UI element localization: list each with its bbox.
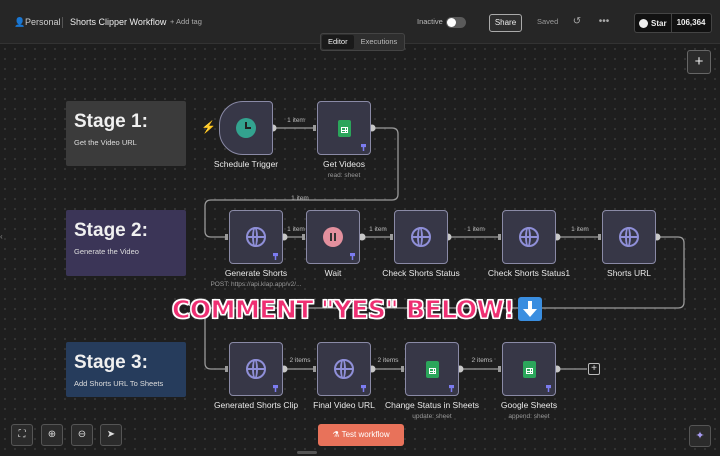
- node-get-videos[interactable]: [317, 101, 371, 155]
- sheet-icon: [522, 360, 536, 378]
- active-toggle[interactable]: [446, 17, 466, 28]
- flask-icon: ⚗: [332, 430, 342, 439]
- edge-label: 1 item: [287, 226, 305, 233]
- edge-label: 2 items: [289, 357, 311, 364]
- star-count: 106,364: [670, 14, 711, 32]
- pin-icon: [273, 385, 278, 392]
- add-next-node-button[interactable]: +: [588, 363, 600, 375]
- edge-label: 1 item: [467, 226, 485, 233]
- sticky-body: Get the Video URL: [74, 138, 137, 147]
- zoom-in-icon[interactable]: ⊕: [41, 424, 63, 446]
- fit-view-icon[interactable]: ⛶: [11, 424, 33, 446]
- globe-icon: [411, 227, 431, 247]
- node-sublabel: POST: https://api.klap.app/v2/...: [210, 281, 302, 288]
- node-sublabel: read: sheet: [327, 172, 361, 179]
- clock-icon: [236, 118, 256, 138]
- user-icon: 👤: [14, 17, 26, 27]
- node-label: Check Shorts Status: [382, 268, 460, 278]
- sticky-body: Generate the Video: [74, 247, 139, 256]
- workspace-label[interactable]: Personal: [25, 17, 61, 27]
- pin-icon: [273, 253, 278, 260]
- node-wait[interactable]: [306, 210, 360, 264]
- globe-icon: [619, 227, 639, 247]
- node-label: Generated Shorts Clip: [213, 400, 299, 410]
- add-tag-link[interactable]: + Add tag: [170, 17, 202, 26]
- edge-label: 1 item: [369, 226, 387, 233]
- add-node-button[interactable]: +: [687, 50, 711, 74]
- node-schedule-trigger[interactable]: [219, 101, 273, 155]
- edge-label: 1 item: [291, 195, 309, 202]
- test-workflow-label: Test workflow: [341, 430, 390, 439]
- edge-label: 2 items: [377, 357, 399, 364]
- node-sublabel: update: sheet: [412, 413, 452, 420]
- pin-icon: [546, 385, 551, 392]
- saved-label: Saved: [537, 17, 559, 26]
- globe-icon: [519, 227, 539, 247]
- node-sublabel: append: sheet: [508, 413, 550, 420]
- globe-icon: [246, 359, 266, 379]
- node-check-shorts-status[interactable]: [394, 210, 448, 264]
- globe-icon: [246, 227, 266, 247]
- node-label: Wait: [324, 268, 342, 278]
- sticky-title: Stage 3:: [74, 352, 148, 373]
- sticky-note-stage-2[interactable]: Stage 2: Generate the Video: [66, 210, 186, 276]
- pin-icon: [449, 385, 454, 392]
- sticky-title: Stage 2:: [74, 220, 148, 241]
- edge-shortsurl-generatedclip: [204, 236, 685, 370]
- more-options-icon[interactable]: •••: [598, 16, 610, 27]
- panel-resize-handle[interactable]: [297, 451, 317, 454]
- trigger-bolt-icon: ⚡: [201, 120, 216, 134]
- node-label: Check Shorts Status1: [487, 268, 571, 278]
- pause-icon: [323, 227, 343, 247]
- edge-getvideos-generate: [204, 127, 399, 238]
- node-check-shorts-status1[interactable]: [502, 210, 556, 264]
- sticky-note-stage-3[interactable]: Stage 3: Add Shorts URL To Sheets: [66, 342, 186, 397]
- sticky-note-stage-1[interactable]: Stage 1: Get the Video URL: [66, 101, 186, 166]
- github-icon: [639, 18, 648, 28]
- sheet-icon: [337, 119, 351, 137]
- github-star-button[interactable]: Star 106,364: [634, 13, 712, 33]
- pin-icon: [361, 144, 366, 151]
- node-change-status-in-sheets[interactable]: [405, 342, 459, 396]
- node-google-sheets[interactable]: [502, 342, 556, 396]
- node-label: Change Status in Sheets: [384, 400, 480, 410]
- node-label: Final Video URL: [313, 400, 375, 410]
- tidy-up-icon[interactable]: ➤: [100, 424, 122, 446]
- globe-icon: [334, 359, 354, 379]
- node-final-video-url[interactable]: [317, 342, 371, 396]
- sticky-body: Add Shorts URL To Sheets: [74, 379, 164, 388]
- edge-label: 2 items: [471, 357, 493, 364]
- tab-executions[interactable]: Executions: [360, 37, 398, 46]
- overlay-caption: COMMENT "YES" BELOW!: [171, 295, 543, 325]
- edge-label: 1 item: [287, 117, 305, 124]
- node-label: Generate Shorts: [224, 268, 288, 278]
- node-generated-shorts-clip[interactable]: [229, 342, 283, 396]
- node-label: Schedule Trigger: [213, 159, 279, 169]
- node-label: Get Videos: [323, 159, 365, 169]
- workflow-name[interactable]: Shorts Clipper Workflow: [70, 17, 167, 27]
- collapse-arrow-icon[interactable]: ‹: [0, 232, 3, 241]
- edge-label: 1 item: [571, 226, 589, 233]
- share-button[interactable]: Share: [489, 14, 522, 32]
- zoom-out-icon[interactable]: ⊖: [71, 424, 93, 446]
- sheet-icon: [425, 360, 439, 378]
- pin-icon: [350, 253, 355, 260]
- status-label: Inactive: [417, 17, 443, 26]
- ai-assistant-icon[interactable]: ✦: [689, 425, 711, 447]
- tab-editor[interactable]: Editor: [322, 35, 354, 49]
- node-shorts-url[interactable]: [602, 210, 656, 264]
- node-label: Shorts URL: [607, 268, 651, 278]
- pin-icon: [361, 385, 366, 392]
- node-label: Google Sheets: [500, 400, 558, 410]
- node-generate-shorts[interactable]: [229, 210, 283, 264]
- breadcrumb-separator: [62, 17, 63, 28]
- overlay-text: COMMENT "YES" BELOW!: [171, 295, 515, 325]
- star-label: Star: [651, 18, 667, 28]
- sticky-title: Stage 1:: [74, 111, 148, 132]
- history-icon[interactable]: ↺: [572, 16, 582, 27]
- view-tabs: Editor Executions: [320, 33, 406, 51]
- down-arrow-emoji-icon: [518, 297, 543, 321]
- test-workflow-button[interactable]: ⚗ Test workflow: [318, 424, 404, 446]
